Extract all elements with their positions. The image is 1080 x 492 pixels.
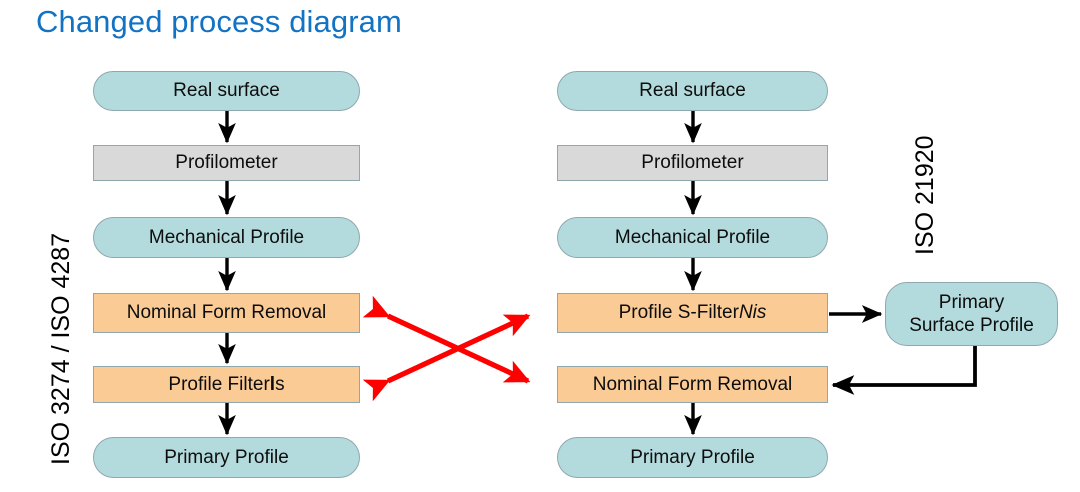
standard-label-left: ISO 3274 / ISO 4287 bbox=[47, 232, 75, 465]
node-label-symbol: l bbox=[269, 373, 276, 395]
red-cross-arrows bbox=[362, 295, 531, 402]
node-left-mechanical-profile[interactable]: Mechanical Profile bbox=[93, 217, 360, 258]
node-right-real-surface[interactable]: Real surface bbox=[557, 71, 828, 111]
node-right-profile-s-filter[interactable]: Profile S-Filter Nis bbox=[557, 293, 828, 333]
node-label-line1: Primary bbox=[938, 292, 1005, 313]
node-primary-surface-profile[interactable]: Primary Surface Profile bbox=[885, 282, 1058, 346]
node-label: Real surface bbox=[639, 80, 746, 101]
node-label: Nominal Form Removal bbox=[592, 373, 793, 395]
standard-label-right: ISO 21920 bbox=[911, 135, 939, 255]
arrow-surface-profile-to-nominal-form-removal bbox=[831, 346, 977, 395]
node-right-primary-profile[interactable]: Primary Profile bbox=[557, 437, 828, 478]
node-label: Profilometer bbox=[641, 152, 744, 173]
node-label: Profilometer bbox=[175, 152, 278, 173]
node-label-subscript: s bbox=[275, 373, 285, 395]
node-right-mechanical-profile[interactable]: Mechanical Profile bbox=[557, 217, 828, 258]
red-arrow-down bbox=[362, 295, 531, 384]
node-label: Profile Filter bbox=[168, 373, 270, 395]
node-right-nominal-form-removal[interactable]: Nominal Form Removal bbox=[557, 366, 828, 403]
node-label-symbol: Nis bbox=[738, 302, 767, 323]
node-label: Primary Profile bbox=[630, 446, 755, 468]
page-title: Changed process diagram bbox=[36, 4, 402, 39]
node-label: Mechanical Profile bbox=[614, 226, 771, 248]
node-label: Primary Profile bbox=[164, 446, 289, 468]
red-arrow-up bbox=[362, 313, 531, 402]
node-label: Mechanical Profile bbox=[148, 226, 305, 248]
node-left-real-surface[interactable]: Real surface bbox=[93, 71, 360, 111]
node-label-line2: Surface Profile bbox=[909, 315, 1034, 336]
node-label: Profile S-Filter bbox=[618, 302, 739, 323]
node-right-profilometer[interactable]: Profilometer bbox=[557, 145, 828, 181]
node-left-primary-profile[interactable]: Primary Profile bbox=[93, 437, 360, 478]
node-label: Nominal Form Removal bbox=[126, 302, 327, 323]
node-left-nominal-form-removal[interactable]: Nominal Form Removal bbox=[93, 293, 360, 333]
node-label: Real surface bbox=[173, 80, 280, 101]
node-left-profilometer[interactable]: Profilometer bbox=[93, 145, 360, 181]
